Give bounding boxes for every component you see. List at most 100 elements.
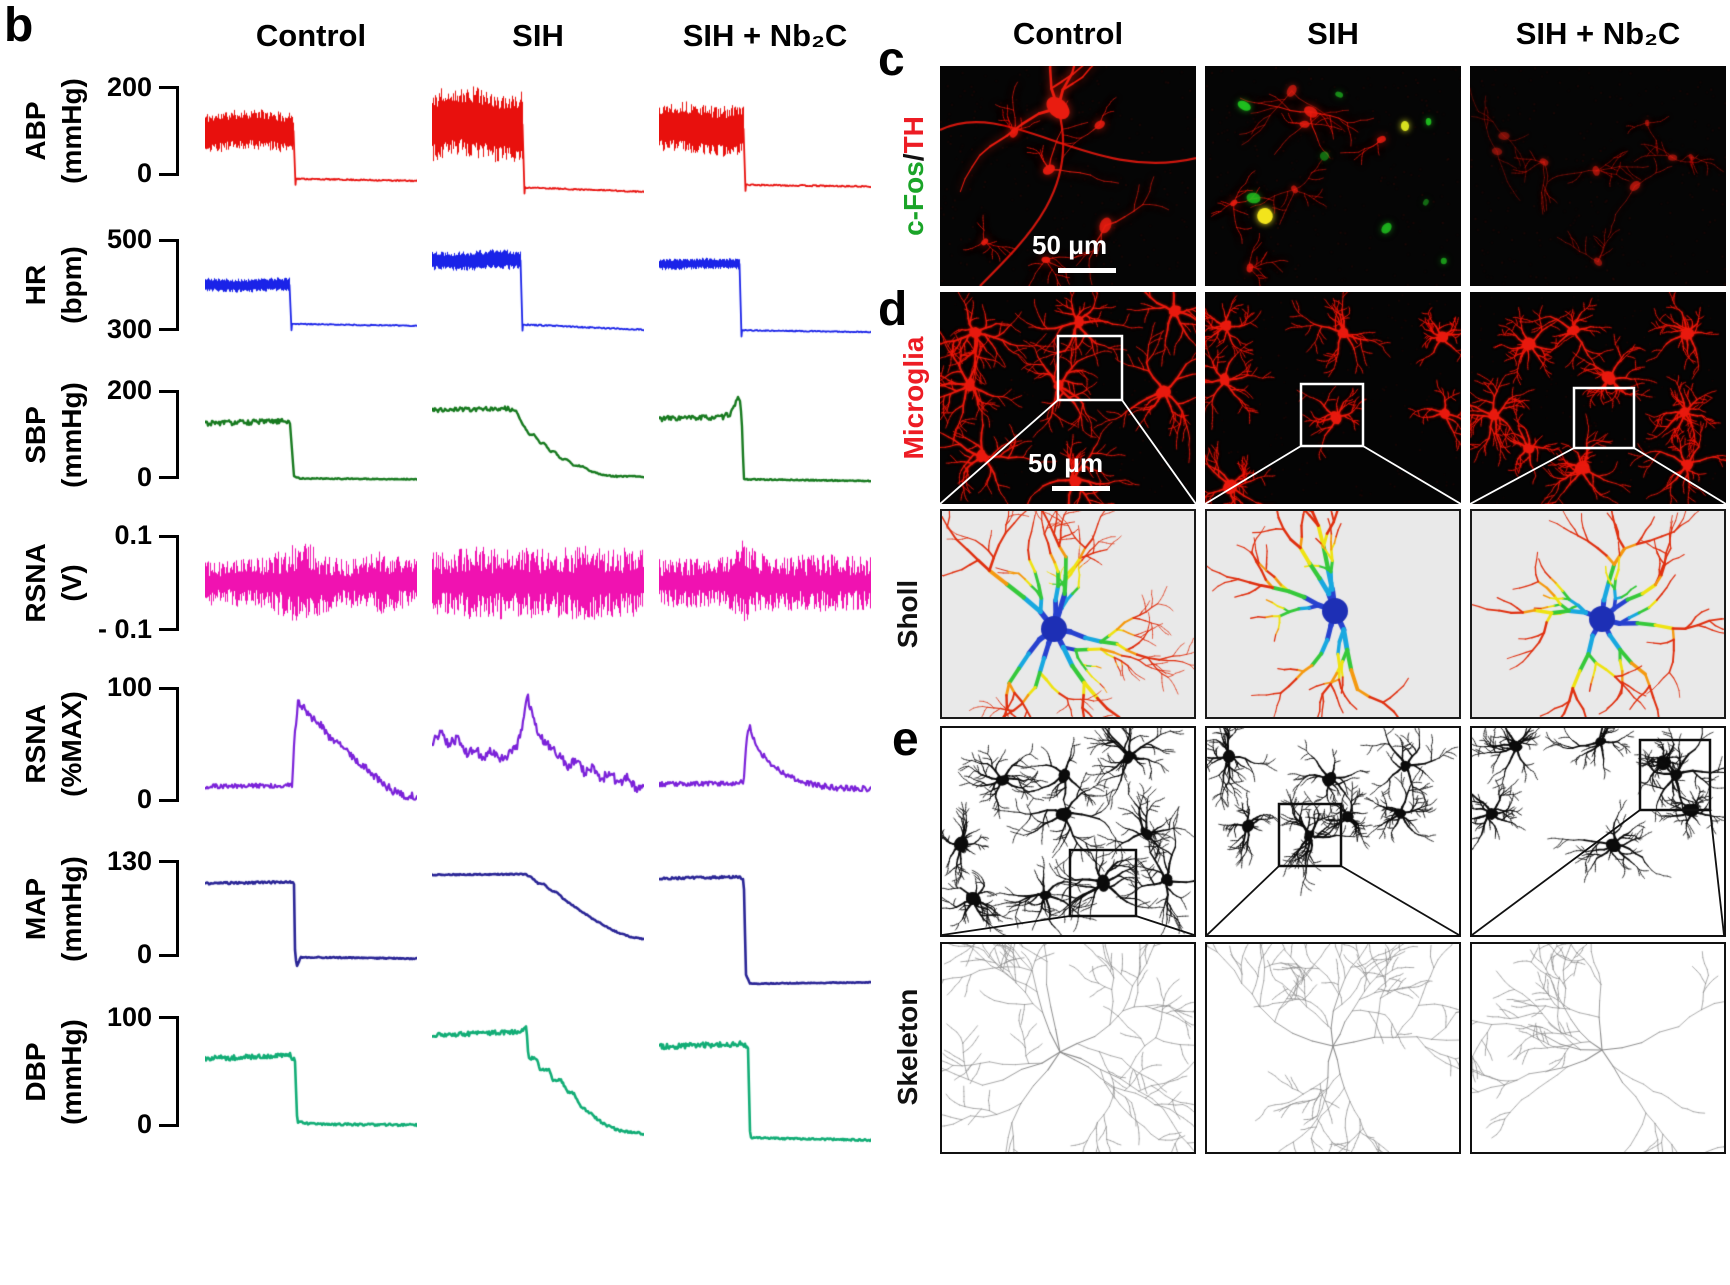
image-skeleton-nb2c [1470,942,1726,1154]
trace-abp-control [205,69,417,219]
trace-sbp-sih [432,373,644,522]
scale-bar-label: 50 μm [1028,448,1104,478]
scale-bar-label: 50 μm [1032,230,1108,260]
axis-tick-label-top: 500 [106,224,152,255]
image-cfos-control: 50 μm [940,66,1196,286]
canvas-cfos-nb2c [1470,66,1726,286]
axis-bracket [176,1016,179,1127]
axis-tick-label-top: 100 [106,1001,152,1032]
axis-tick [159,686,177,690]
image-binary-nb2c [1470,726,1726,937]
axis-tick [159,860,177,864]
trace-rsna-control [205,516,417,676]
axis-tick-label-top: 0.1 [114,520,152,551]
axis-bracket [176,389,179,480]
axis-tick-label-bottom: 0 [136,1109,152,1140]
trace-rsna-sih [432,516,644,676]
canvas-sholl-nb2c [1472,511,1724,717]
axis-tick [159,798,177,802]
axis-tick-label-bottom: 0 [136,461,152,492]
trace-map-control [205,842,417,1001]
canvas-sholl-sih [1207,511,1459,717]
canvas-cfos-sih [1205,66,1461,286]
trace-rsna-nb2c [659,516,871,676]
axis-tick [159,534,177,538]
axis-tick-label-top: 100 [106,672,152,702]
trace-abp-nb2c [659,69,871,219]
canvas-skeleton-nb2c [1472,944,1724,1152]
axis-tick-label-bottom: 300 [106,313,152,344]
trace-hr-sih [432,221,644,375]
canvas-skeleton-sih [1207,944,1459,1152]
canvas-microglia-nb2c [1470,292,1726,504]
canvas-binary-nb2c [1472,728,1724,935]
canvas-binary-control [942,728,1194,935]
trace-map-sih [432,842,644,1001]
trace-sbp-control [205,373,417,522]
axis-tick [159,628,177,632]
trace-rsna-max-nb2c [659,664,871,850]
image-binary-control [940,726,1196,937]
trace-dbp-sih [432,995,644,1174]
trace-dbp-control [205,995,417,1174]
axis-tick [159,389,177,393]
panel-label-e: e [892,713,919,766]
canvas-skeleton-control [942,944,1194,1152]
scale-bar [1058,268,1116,273]
axis-tick [159,476,177,480]
axis-tick-label-bottom: - 0.1 [97,613,152,644]
axis-bracket [176,686,179,802]
axis-tick [159,953,177,957]
image-sholl-sih [1205,509,1461,719]
axis-tick-label-top: 130 [106,845,152,876]
canvas-cfos-control [940,66,1196,286]
trace-sbp-nb2c [659,373,871,522]
trace-dbp-nb2c [659,995,871,1174]
image-microglia-sih [1205,292,1461,504]
trace-col-header-control: Control [255,18,367,53]
panel-label-c: c [878,33,905,86]
image-cfos-nb2c [1470,66,1726,286]
axis-tick-label-top: 200 [106,71,152,102]
axis-tick-label-bottom: 0 [136,158,152,189]
panel-label-d: d [878,283,908,336]
axis-bracket [176,238,179,332]
panel-label-b: b [4,0,34,52]
image-col-header-sih-nb2c: SIH + Nb₂C [1515,16,1681,51]
trace-col-header-sih: SIH [512,18,564,53]
axis-tick [159,238,177,242]
scale-bar [1052,486,1110,491]
image-binary-sih [1205,726,1461,937]
axis-bracket [176,86,179,176]
image-sholl-nb2c [1470,509,1726,719]
canvas-sholl-control [942,511,1194,717]
axis-tick [159,1123,177,1127]
trace-col-header-sih-nb2c: SIH + Nb₂C [682,18,848,53]
image-cfos-sih [1205,66,1461,286]
trace-abp-sih [432,69,644,219]
trace-hr-control [205,221,417,375]
axis-tick [159,1016,177,1020]
image-microglia-control: 50 μm [940,292,1196,504]
image-skeleton-sih [1205,942,1461,1154]
axis-tick [159,172,177,176]
image-skeleton-control [940,942,1196,1154]
trace-map-nb2c [659,842,871,1001]
trace-hr-nb2c [659,221,871,375]
image-col-header-sih: SIH [1307,16,1359,51]
axis-tick-label-top: 200 [106,375,152,406]
canvas-microglia-sih [1205,292,1461,504]
image-microglia-nb2c [1470,292,1726,504]
axis-tick [159,86,177,90]
axis-bracket [176,534,179,632]
trace-rsna-max-control [205,664,417,850]
axis-tick [159,328,177,332]
image-sholl-control [940,509,1196,719]
trace-rsna-max-sih [432,664,644,850]
image-col-header-control: Control [1012,16,1124,51]
axis-tick-label-bottom: 0 [136,939,152,970]
axis-bracket [176,860,179,957]
